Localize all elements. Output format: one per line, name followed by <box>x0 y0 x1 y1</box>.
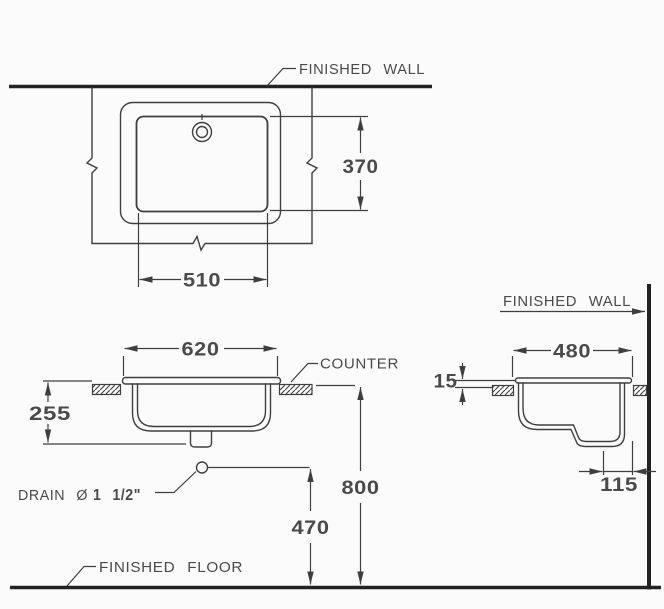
drain-hole-icon <box>195 461 209 474</box>
finished-floor-leader <box>66 565 96 587</box>
sink-rim-front <box>121 376 282 385</box>
dim-15-text: 15 <box>434 372 458 393</box>
dim-800: 800 <box>316 384 380 585</box>
dim-370: 370 <box>270 115 379 212</box>
side-view: FINISHED WALL 480 15 <box>434 284 656 590</box>
dim-470-text: 470 <box>292 518 330 539</box>
faucet-hole-outer-ring <box>191 121 213 143</box>
counter-left-edge-with-break <box>85 87 99 244</box>
sink-bowl-side-inner <box>522 382 621 443</box>
counter-leader <box>290 362 318 383</box>
sink-rim-side <box>514 377 633 384</box>
drain-fitting-front <box>189 430 213 448</box>
dim-255-text: 255 <box>29 404 71 425</box>
sink-bowl-front-inner <box>136 383 267 428</box>
dim-115: 115 <box>579 441 656 496</box>
counter-hatch-side-left <box>491 384 515 397</box>
dim-800-text: 800 <box>342 478 380 499</box>
sink-bowl-side-outer <box>517 382 626 448</box>
drain-label: DRAIN Ø 1 1/2" <box>18 487 141 504</box>
sink-bowl-front-outer <box>131 383 272 432</box>
sink-bowl-outline <box>135 115 269 213</box>
drain-leader <box>155 471 197 494</box>
counter-front-edge-with-break <box>91 234 313 252</box>
front-view: 620 255 COUNTER DRAIN Ø 1 1/2" 470 <box>10 340 661 590</box>
faucet-hole-inner-ring <box>195 125 209 139</box>
counter-hatch-side-right <box>632 384 648 397</box>
dim-510: 510 <box>137 213 269 292</box>
dim-620: 620 <box>122 340 279 376</box>
dim-370-text: 370 <box>343 157 379 178</box>
finished-wall-label: FINISHED WALL <box>299 61 425 78</box>
drain-label-prefix: DRAIN Ø <box>18 487 88 504</box>
finished-wall-side-label: FINISHED WALL <box>503 293 631 310</box>
drain-label-size: 1 1/2" <box>93 487 141 504</box>
counter-right-edge-with-break <box>305 87 319 244</box>
finished-floor-label: FINISHED FLOOR <box>99 559 243 576</box>
counter-label: COUNTER <box>320 356 399 373</box>
dim-255: 255 <box>29 380 186 445</box>
dim-115-text: 115 <box>600 475 638 496</box>
dim-510-text: 510 <box>183 271 221 292</box>
finished-wall-leader <box>266 67 296 87</box>
faucet-hole-icon <box>191 114 213 143</box>
dim-620-text: 620 <box>182 340 220 361</box>
dim-480-text: 480 <box>553 342 591 363</box>
sink-rim-outline <box>119 101 282 225</box>
counter-hatch-left <box>91 383 122 396</box>
dim-15: 15 <box>434 363 515 405</box>
dim-470: 470 <box>292 469 330 585</box>
top-view: FINISHED WALL 370 510 <box>9 61 432 292</box>
dim-480: 480 <box>511 342 634 377</box>
counter-hatch-right <box>278 383 313 396</box>
